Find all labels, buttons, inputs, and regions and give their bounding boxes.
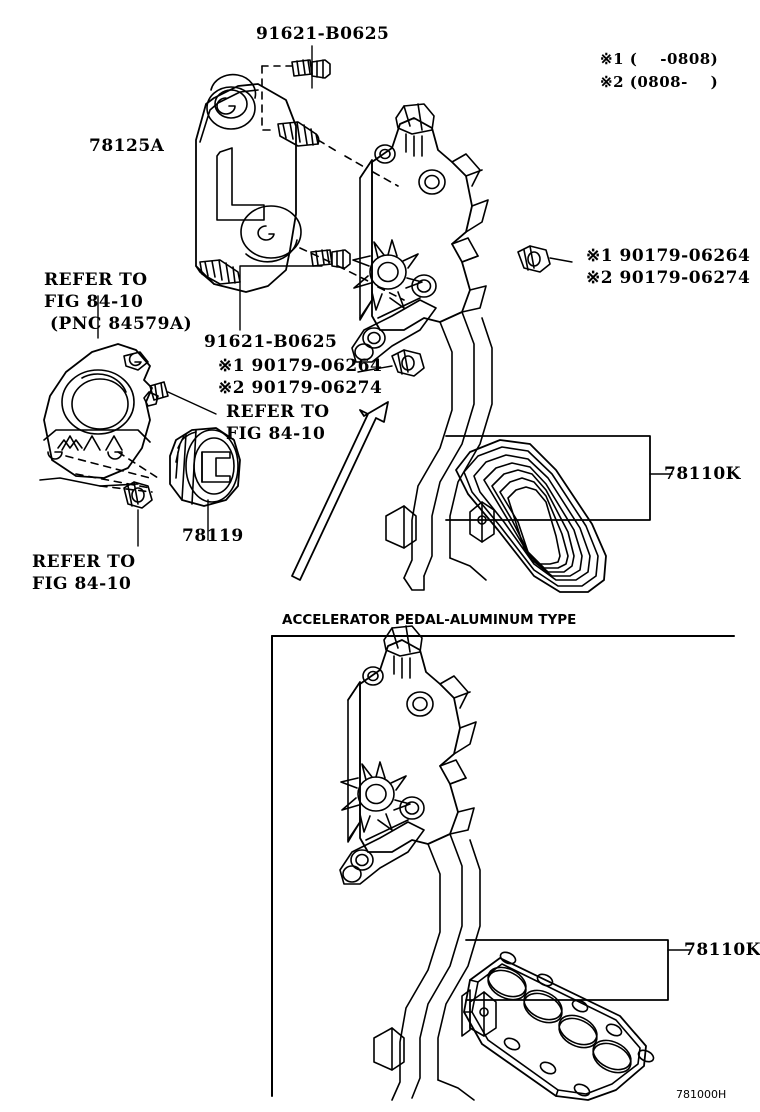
connector-78119 xyxy=(169,427,241,541)
direction-arrow xyxy=(291,401,389,581)
bolt-mid-91621 xyxy=(239,249,351,331)
label-nut-mid-2: ※2 90179-06274 xyxy=(218,378,383,398)
label-refer-nut-line1: REFER TO xyxy=(32,552,136,572)
label-nut-mid-1: ※1 90179-06264 xyxy=(218,356,383,376)
label-refer-connector-line2: FIG 84-10 xyxy=(226,424,326,444)
pedal-bracket-lower xyxy=(339,625,481,1101)
label-refer-sensor-line3: (PNC 84579A) xyxy=(50,314,193,334)
label-connector-78119: 78119 xyxy=(182,526,244,546)
label-bolt-top: 91621-B0625 xyxy=(256,24,390,44)
bolt-sensor-small xyxy=(143,381,217,415)
section-caption: ACCELERATOR PEDAL-ALUMINUM TYPE xyxy=(282,612,577,628)
stud-upper xyxy=(277,121,320,147)
label-pad-aluminum-78110k: 78110K xyxy=(684,940,760,960)
pedal-pad-aluminum xyxy=(461,951,655,1101)
label-refer-sensor-line2: FIG 84-10 xyxy=(44,292,144,312)
callout-box-rubber-pad xyxy=(445,435,651,521)
label-cover-plate-78125a: 78125A xyxy=(89,136,165,156)
stud-lower xyxy=(199,259,241,285)
nut-lower-90179 xyxy=(123,481,153,547)
pedal-pad-rubber xyxy=(455,439,607,593)
nut-mid-90179 xyxy=(357,349,425,377)
callout-box-aluminum-pad xyxy=(465,939,669,1001)
bolt-top-91621 xyxy=(291,45,331,89)
spring-star xyxy=(352,239,423,311)
sensor-bracket-84579a xyxy=(39,295,159,493)
label-refer-nut-line2: FIG 84-10 xyxy=(32,574,132,594)
label-pad-rubber-78110k: 78110K xyxy=(664,464,741,484)
figure-code: 781000H xyxy=(676,1088,727,1101)
label-refer-sensor-line1: REFER TO xyxy=(44,270,148,290)
pedal-bracket-upper xyxy=(351,103,493,591)
spring-star-lower xyxy=(340,761,411,833)
label-bolt-mid: 91621-B0625 xyxy=(204,332,338,352)
note-mark-2: ※2 (0808- ) xyxy=(600,73,719,91)
cover-plate-78125a xyxy=(195,65,405,301)
label-nut-right-2: ※2 90179-06274 xyxy=(586,268,751,288)
note-mark-1: ※1 ( -0808) xyxy=(600,50,719,68)
label-refer-connector-line1: REFER TO xyxy=(226,402,330,422)
nut-right-90179 xyxy=(517,245,573,273)
label-nut-right-1: ※1 90179-06264 xyxy=(586,246,751,266)
